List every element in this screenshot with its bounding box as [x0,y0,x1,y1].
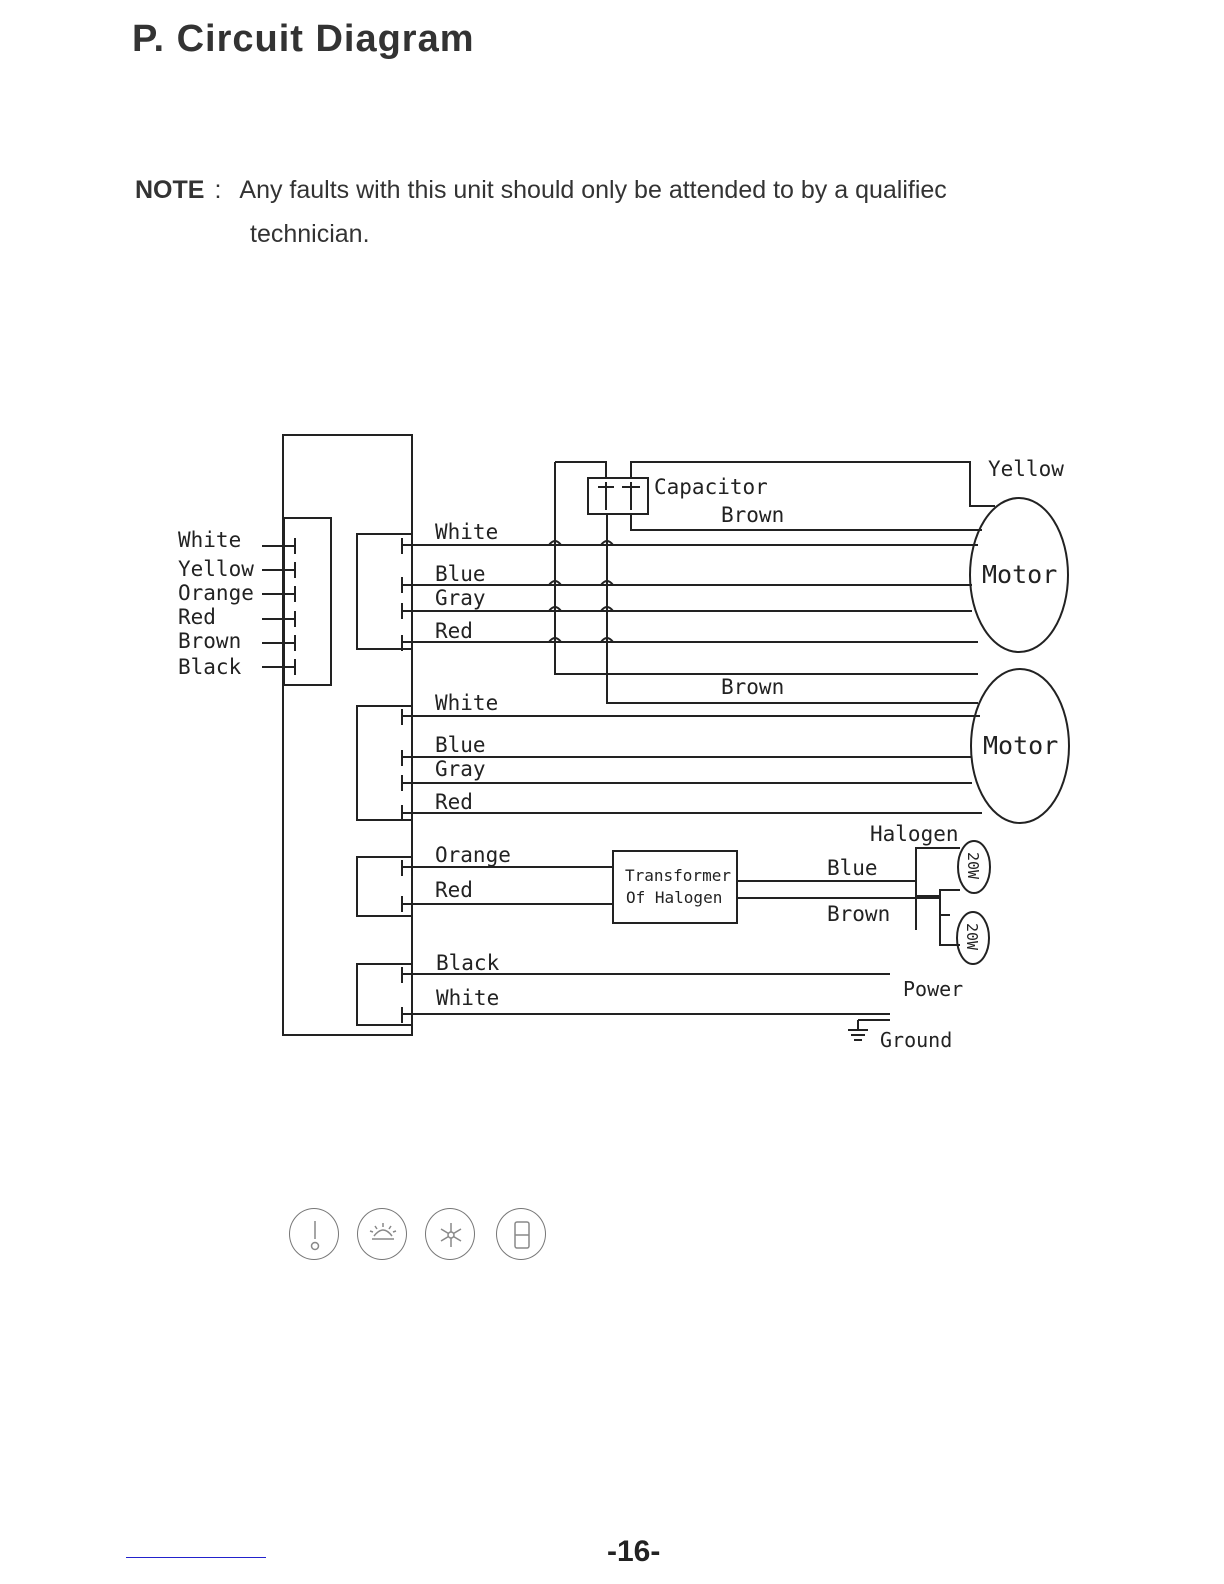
left-label-red: Red [178,605,216,629]
capacitor-bus-left [554,461,978,675]
transformer-output-wires [737,847,960,916]
transformer-label-1: Transformer [625,866,731,885]
wire-label-orange: Orange [435,843,511,867]
brown-label-top: Brown [721,503,784,527]
page-number: -16- [607,1535,661,1568]
capacitor-yellow-wire [630,461,995,507]
brown-label-mid: Brown [721,675,784,699]
transformer-label-2: Of Halogen [626,888,722,907]
wire-label-blue-1: Blue [435,562,486,586]
page-title: P. Circuit Diagram [132,18,475,60]
power-label: Power [903,977,963,1001]
yellow-label: Yellow [988,457,1064,481]
note-label: NOTE [135,176,205,204]
wire-label-blue-2: Blue [435,733,486,757]
halogen-wiring [915,889,960,946]
left-label-orange: Orange [178,581,254,605]
transformer [612,850,738,924]
halogen-lamp-2 [956,911,990,965]
wire-label-black: Black [436,951,500,975]
wire-label-gray-2: Gray [435,757,486,781]
input-terminal-block [283,517,332,686]
wire-label-white-4: White [436,986,499,1010]
note-colon: : [214,176,222,204]
control-button-timer [496,1208,546,1260]
motor1-label: Motor [982,560,1057,589]
left-label-black: Black [178,655,242,679]
note: NOTE: Any faults with this unit should on… [135,176,947,205]
power-icon [310,1221,320,1251]
light-icon [369,1223,397,1240]
capacitor-plates [598,482,640,510]
bottom-link-line [126,1557,266,1558]
connector-block-2 [356,705,413,821]
crossover-hops [548,540,614,643]
ground-label: Ground [880,1028,952,1052]
ground-icon [848,1020,868,1041]
wire-label-red-2: Red [435,790,473,814]
circuit-diagram: White Yellow Orange Red Brown Black Whit… [178,434,1070,1052]
lamp2-label: 20W [963,923,981,951]
capacitor-label: Capacitor [654,475,768,499]
motor2 [970,668,1070,824]
transformer-input-wires [402,866,613,905]
wire-label-white-1: White [435,520,498,544]
halogen-blue-label: Blue [827,856,878,880]
motor1 [969,497,1069,653]
connector-block-4 [356,963,413,1026]
motor2-wires [402,715,982,814]
lamp1-label: 20W [964,852,982,880]
wire-label-red-1: Red [435,619,473,643]
note-text-line1: Any faults with this unit should only be… [239,176,947,204]
left-label-white: White [178,528,241,552]
connector-block-3 [356,856,413,917]
ground-wire [402,1013,890,1021]
left-label-yellow: Yellow [178,557,254,581]
controller-box [282,434,413,1036]
motor2-label: Motor [983,731,1058,760]
control-button-light [357,1208,407,1260]
capacitor [587,477,649,515]
control-button-fan [425,1208,475,1260]
wire-label-gray-1: Gray [435,586,486,610]
halogen-label: Halogen [870,822,959,846]
capacitor-brown-wire [630,514,982,531]
connector-block-1 [356,533,413,650]
halogen-lamp-1 [957,840,991,894]
motor1-wires [402,544,978,643]
note-text-line2: technician. [250,220,370,248]
input-pins [262,538,296,675]
fan-icon [440,1223,462,1247]
control-button-power [289,1208,339,1260]
wire-label-white-2: White [435,691,498,715]
halogen-brown-label: Brown [827,902,890,926]
left-label-brown: Brown [178,629,241,653]
timer-icon [514,1221,530,1249]
wire-label-red-3: Red [435,878,473,902]
capacitor-bus-right [606,514,978,704]
